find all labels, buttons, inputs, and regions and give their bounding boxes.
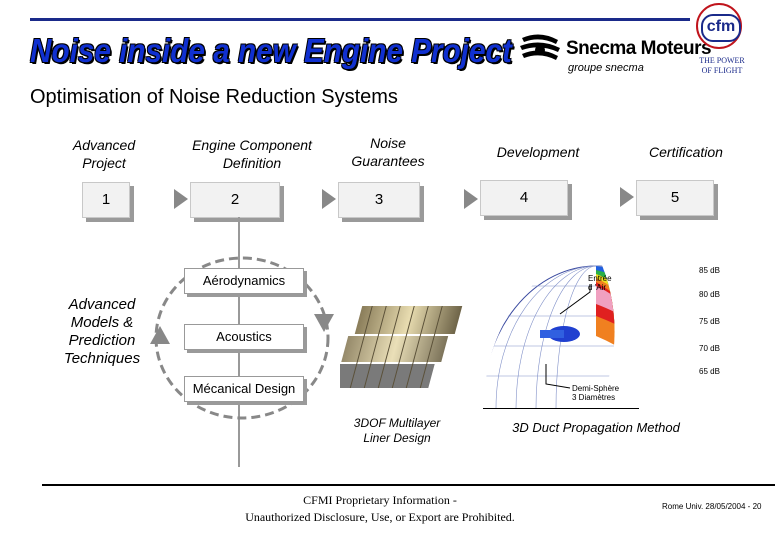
step-4-box: 4 [480, 180, 568, 216]
header-rule [30, 18, 690, 21]
cfm-tagline-2: OF FLIGHT [701, 66, 743, 75]
acoustics-pill: Acoustics [184, 324, 304, 350]
step-2-box: 2 [190, 182, 280, 218]
step-3-box: 3 [338, 182, 420, 218]
step-5-label: Certification [649, 144, 723, 160]
db-level-70: 70 dB [699, 344, 720, 353]
step-5-box: 5 [636, 180, 714, 216]
company-name: Snecma Moteurs [566, 38, 712, 59]
arrow-4-5-icon [620, 187, 634, 207]
step-4-label: Development [496, 144, 580, 160]
slide-subtitle: Optimisation of Noise Reduction Systems [30, 86, 398, 108]
arrow-3-4-icon [464, 189, 478, 209]
db-level-65: 65 dB [699, 367, 720, 376]
aerodynamics-pill: Aérodynamics [184, 268, 304, 294]
arrow-1-2-icon [174, 189, 188, 209]
cfm-logo-icon: cfm [696, 3, 742, 49]
db-level-85: 85 dB [699, 266, 720, 275]
mechanical-design-pill: Mécanical Design [184, 376, 304, 402]
db-level-75: 75 dB [699, 317, 720, 326]
cfm-tagline-1: THE POWER [699, 56, 745, 65]
arrow-2-3-icon [322, 189, 336, 209]
cfm-logo-text: cfm [701, 14, 741, 42]
snecma-logo-icon [520, 34, 560, 60]
slide-title: Noise inside a new Engine Project [30, 32, 512, 69]
company-group: groupe snecma [568, 62, 644, 74]
duct-baseline [483, 408, 639, 409]
duct-caption: 3D Duct Propagation Method [512, 420, 680, 435]
design-cycle-icon [150, 256, 334, 420]
liner-honeycomb-image [340, 306, 463, 388]
db-level-80: 80 dB [699, 290, 720, 299]
footer-rule [42, 484, 775, 486]
footer-page-info: Rome Univ. 28/05/2004 - 20 [662, 502, 762, 511]
footer-disclaimer: CFMI Proprietary Information -Unauthoriz… [245, 493, 515, 524]
step-1-box: 1 [82, 182, 130, 218]
annotation-leaders [545, 284, 591, 389]
duct-propagation-plot [483, 265, 615, 408]
